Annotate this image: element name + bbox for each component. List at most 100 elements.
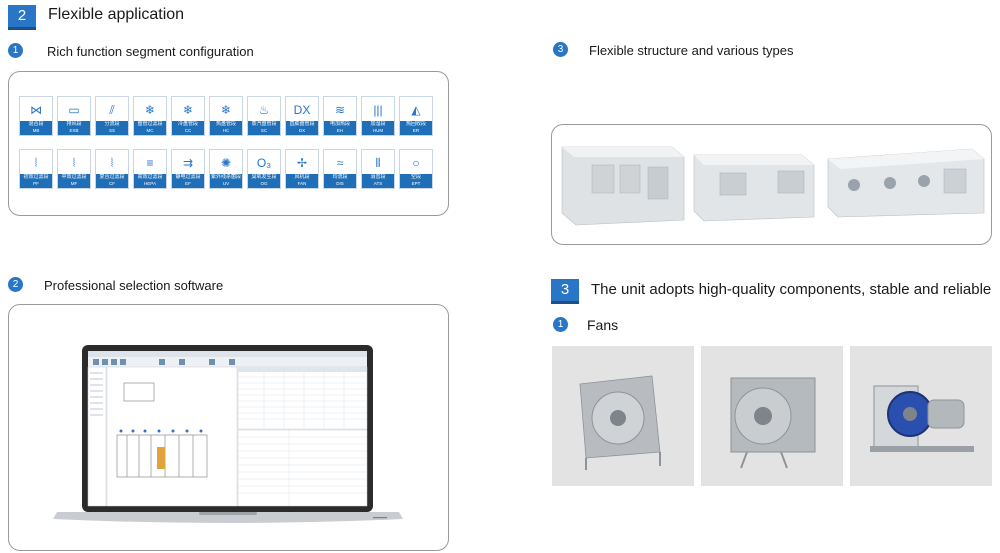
segment-name: 热回收段 xyxy=(405,121,426,127)
segment-name: 盘管过滤段 xyxy=(137,121,163,127)
segment-name: 初效过滤段 xyxy=(23,174,49,180)
segment-name: 电加热段 xyxy=(329,121,350,127)
segment-code: OG xyxy=(260,181,268,186)
segment-name: 冷盘管段 xyxy=(177,121,198,127)
fan-photo-2 xyxy=(701,346,843,486)
segment-code: SS xyxy=(108,128,115,133)
mixing-icon: ⋈ xyxy=(30,103,42,117)
item-title-segments: Rich function segment configuration xyxy=(47,44,254,59)
heating-coil-icon: ❄ xyxy=(220,103,232,117)
silencer-icon: ⫴ xyxy=(375,155,381,170)
medium-filter-icon: ⦚ xyxy=(72,155,76,170)
segment-name: 分流段 xyxy=(104,121,120,127)
item-title-structure: Flexible structure and various types xyxy=(589,43,794,58)
segment-name: 混合段 xyxy=(28,121,44,127)
segment-code: CC xyxy=(184,128,192,133)
electric-heater-icon: ≋ xyxy=(334,103,346,117)
section-title: Flexible application xyxy=(48,6,185,23)
segment-code: MB xyxy=(32,128,40,133)
item-number-dot: 2 xyxy=(8,277,23,292)
segment-code: EH xyxy=(336,128,344,133)
steam-coil-icon: ♨ xyxy=(258,103,270,117)
segment-code: CF xyxy=(109,181,115,186)
segment-code: SC xyxy=(260,128,268,133)
segment-code: PF xyxy=(33,181,39,186)
segment-name: 均流段 xyxy=(332,174,348,180)
segment-code: ATS xyxy=(373,181,383,186)
segment-name: 高效过滤段 xyxy=(137,174,163,180)
air-handling-units-image xyxy=(561,146,985,226)
electrostatic-filter-icon: ⇉ xyxy=(182,156,194,170)
unit-types-panel xyxy=(551,124,992,245)
segment-name: 臭氧发生段 xyxy=(251,174,277,180)
fan-photo-3 xyxy=(850,346,992,486)
segment-name: 紫外线杀菌段 xyxy=(210,174,241,180)
section-title: The unit adopts high-quality components,… xyxy=(591,281,992,298)
segment-name: 空段 xyxy=(410,174,421,180)
item-number-dot: 3 xyxy=(553,42,568,57)
segment-name: 复合过滤段 xyxy=(99,174,125,180)
segment-code: DX xyxy=(298,128,306,133)
fan-icon: ✢ xyxy=(296,156,308,170)
segment-name: 加湿段 xyxy=(370,121,386,127)
section-number-badge: 2 xyxy=(8,5,36,30)
distribution-icon: ≈ xyxy=(336,156,344,170)
segment-code: DIS xyxy=(336,181,344,186)
exhaust-icon: ▭ xyxy=(68,103,80,117)
humidifier-icon: ||| xyxy=(373,103,383,117)
hepa-filter-icon: ≡ xyxy=(146,156,154,170)
energy-recovery-icon: ◭ xyxy=(411,103,421,117)
segment-name: 蒸汽盘管段 xyxy=(251,121,277,127)
segment-code: MF xyxy=(70,181,78,186)
segment-code: UV xyxy=(222,181,230,186)
primary-filter-icon: ⦚ xyxy=(34,155,38,170)
segment-code: HEPA xyxy=(144,181,156,186)
segment-code: EPT xyxy=(411,181,421,186)
segment-code: HUM xyxy=(372,128,384,133)
uv-icon: ✺ xyxy=(220,156,232,170)
section-number-badge: 3 xyxy=(551,279,579,304)
item-title-fans: Fans xyxy=(587,317,619,333)
segment-name: 中效过滤段 xyxy=(61,174,87,180)
segment-code: FAN xyxy=(297,181,307,186)
segment-name: 热盘管段 xyxy=(215,121,236,127)
segment-name: 直膨盘管段 xyxy=(289,121,315,127)
segment-code: EF xyxy=(185,181,191,186)
segment-name: 风机段 xyxy=(294,174,310,180)
cooling-coil-icon: ❄ xyxy=(182,103,194,117)
dx-coil-icon: DX xyxy=(293,103,311,117)
fan-photo-1 xyxy=(552,346,694,486)
segment-code: EXB xyxy=(69,128,79,133)
